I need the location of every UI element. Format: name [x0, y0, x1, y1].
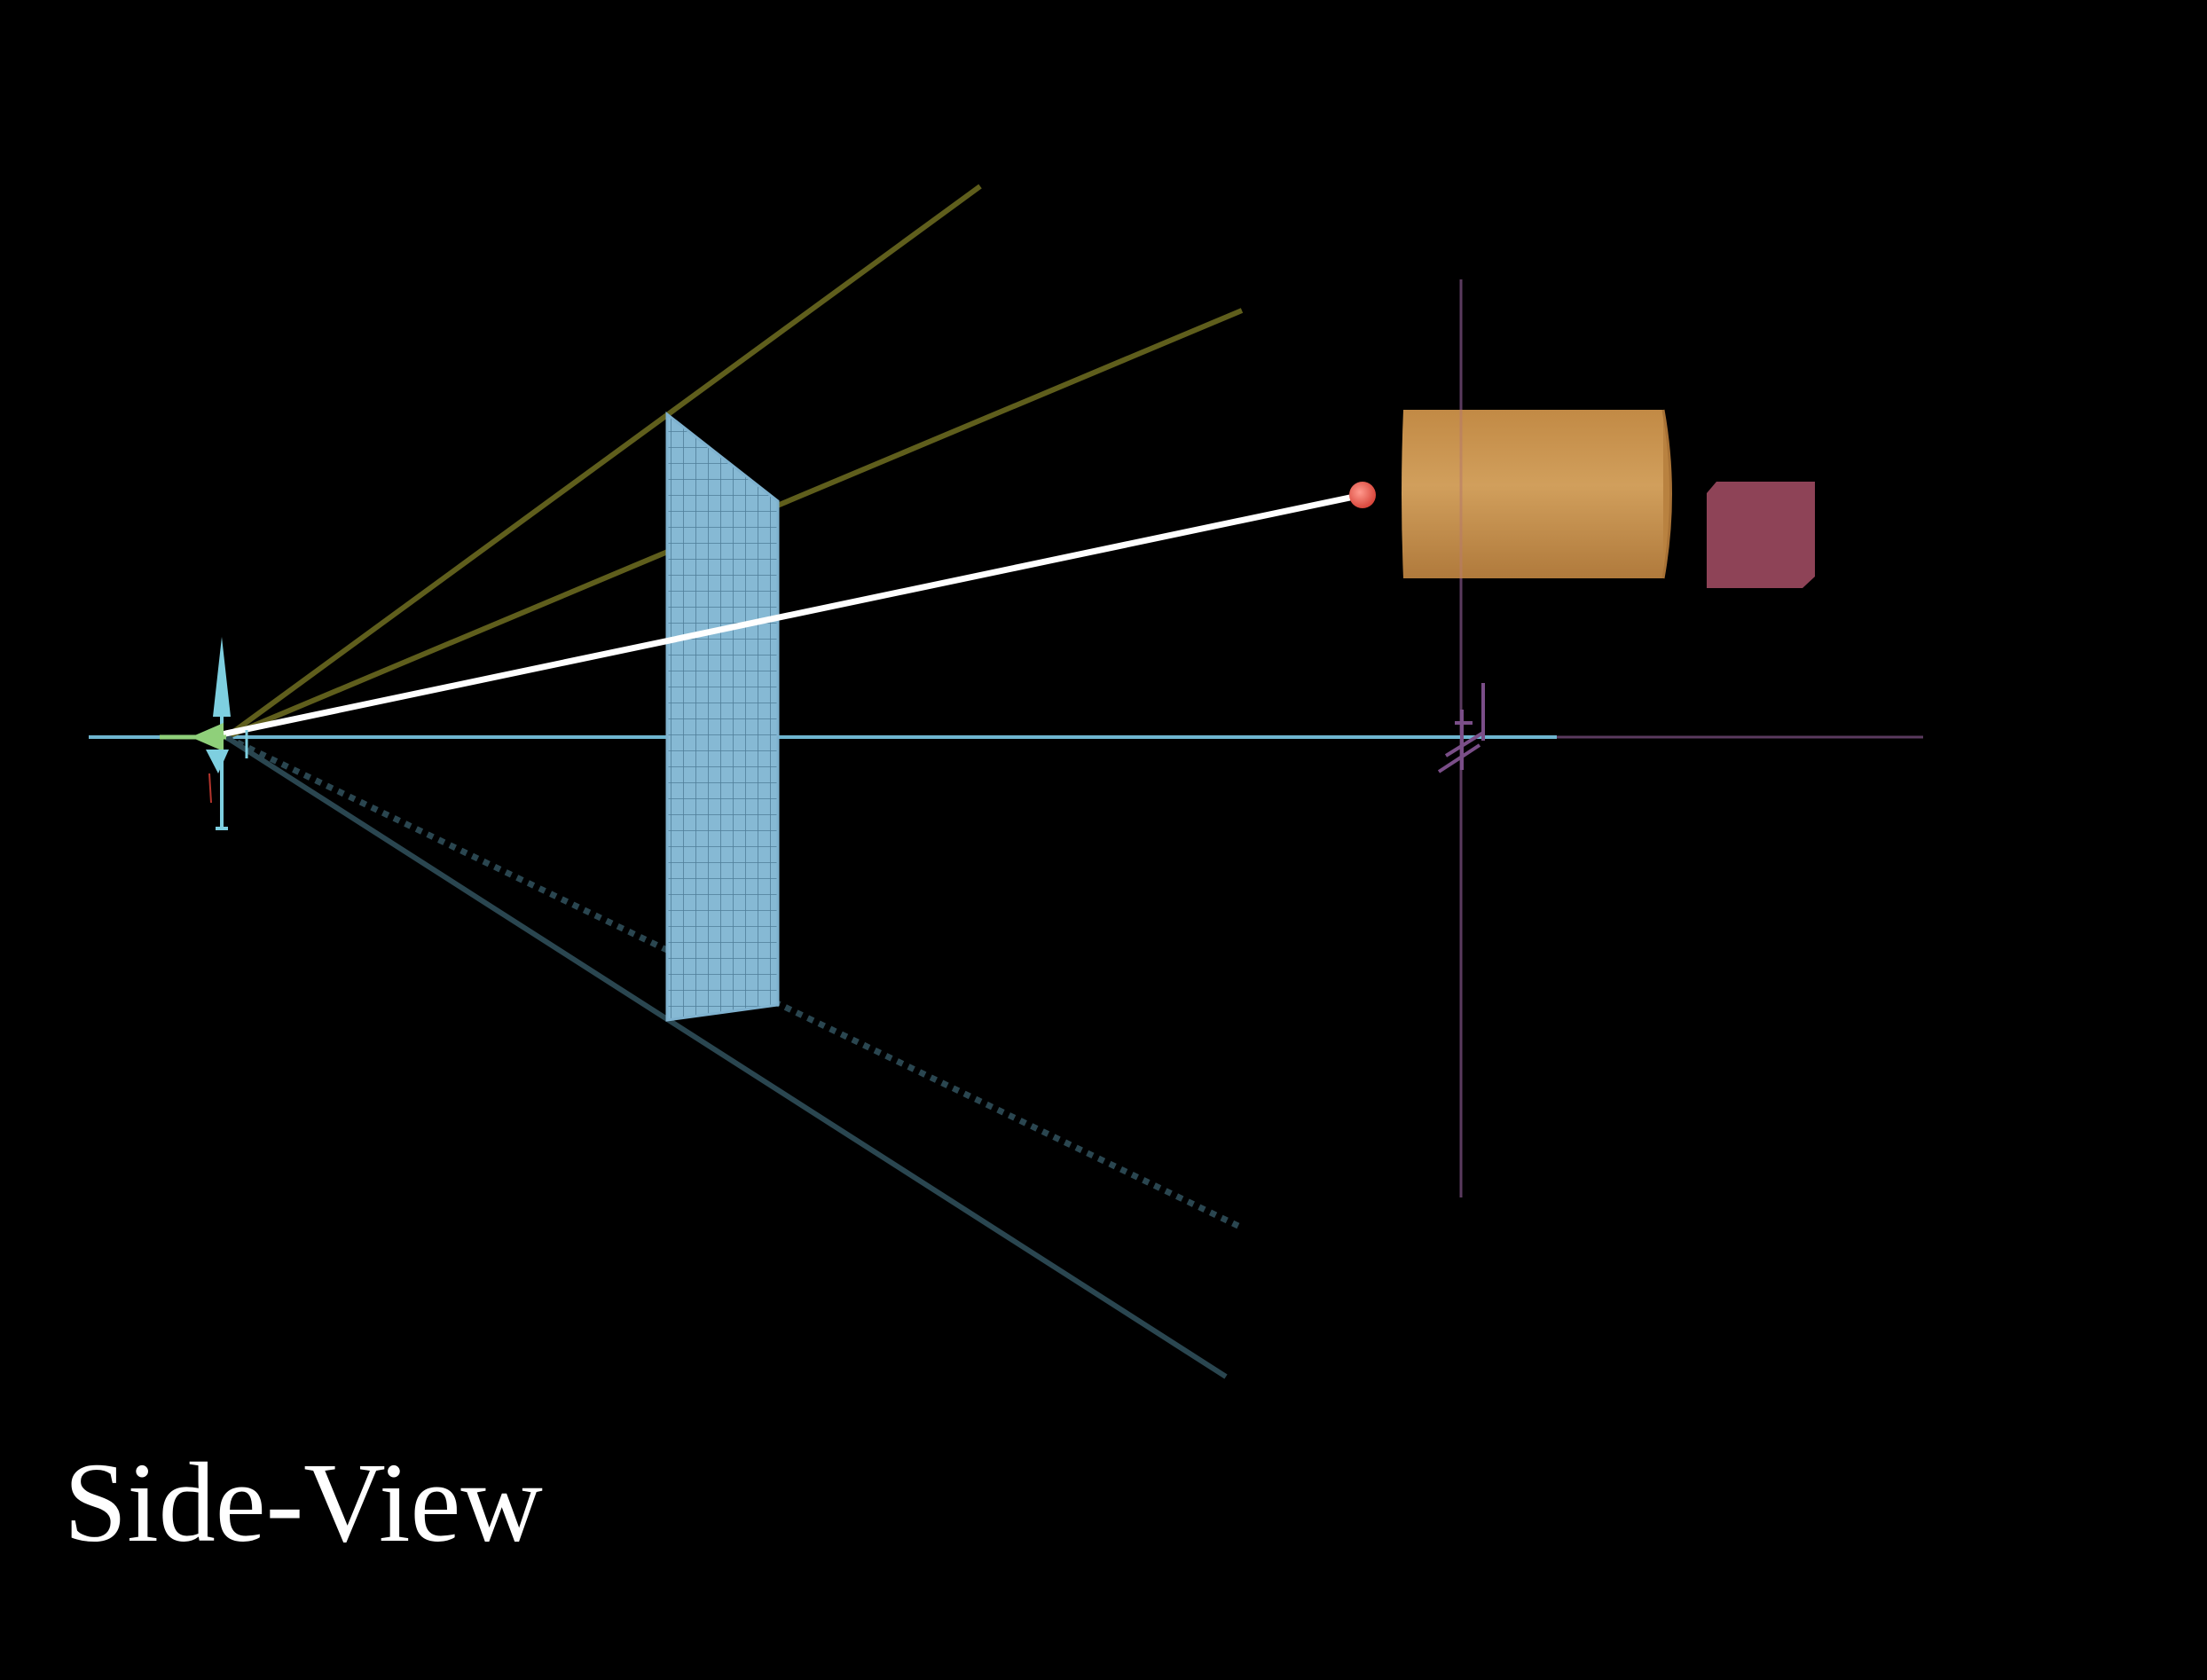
frustum-upper-outer-line	[224, 184, 982, 740]
camera-up-arrow	[213, 637, 231, 717]
frustum-lower-outer-line	[224, 734, 1228, 1379]
cube	[1707, 482, 1815, 588]
projection-ray	[214, 491, 1366, 739]
image-plane	[665, 411, 780, 1022]
view-title: Side-View	[64, 1440, 543, 1566]
cylinder	[1402, 409, 1672, 579]
target-point	[1349, 482, 1376, 508]
far-axis-gizmo	[1437, 683, 1485, 773]
camera-base-tick	[216, 827, 228, 830]
camera-lower-fin	[206, 750, 229, 773]
camera-right-arrow	[191, 723, 224, 751]
camera-red-marker	[208, 773, 212, 804]
camera-origin	[160, 637, 248, 830]
